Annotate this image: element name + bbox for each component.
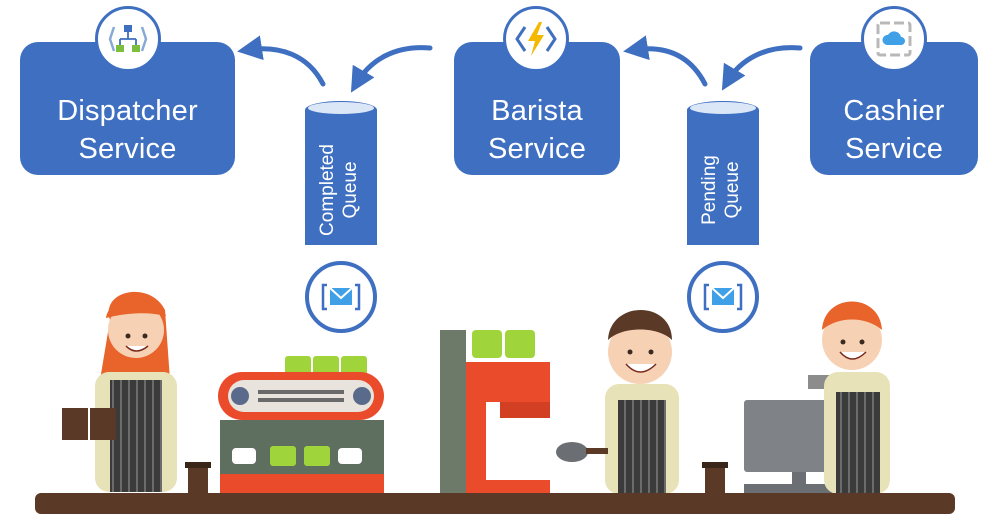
barista-character bbox=[556, 310, 679, 494]
cashier-character bbox=[822, 301, 890, 494]
dispatcher-character bbox=[62, 291, 177, 492]
dispatcher-service-title: Dispatcher Service bbox=[57, 95, 198, 165]
arrow-cashier-to-pending bbox=[721, 45, 803, 91]
pending-queue-storage-queue-icon bbox=[687, 261, 759, 333]
barista-service-title: Barista Service bbox=[487, 95, 587, 165]
cashier-service-title: Cashier Service bbox=[843, 95, 945, 165]
cloud-app-icon bbox=[861, 6, 927, 72]
coffee-counter bbox=[35, 493, 955, 514]
completed-queue-storage-queue-icon bbox=[305, 261, 377, 333]
completed-queue-label: Completed Queue bbox=[317, 144, 361, 236]
azure-function-icon bbox=[503, 6, 569, 72]
arrow-completed-to-dispatcher bbox=[237, 35, 326, 87]
espresso-machine-left bbox=[218, 356, 384, 494]
logic-app-icon bbox=[95, 6, 161, 72]
arrow-pending-to-barista bbox=[623, 35, 708, 87]
flow-arrows bbox=[237, 35, 803, 93]
pending-queue-label: Pending Queue bbox=[699, 155, 743, 225]
espresso-machine-right bbox=[440, 330, 550, 495]
takeaway-cups bbox=[185, 462, 728, 494]
arrow-barista-to-completed bbox=[350, 45, 433, 93]
